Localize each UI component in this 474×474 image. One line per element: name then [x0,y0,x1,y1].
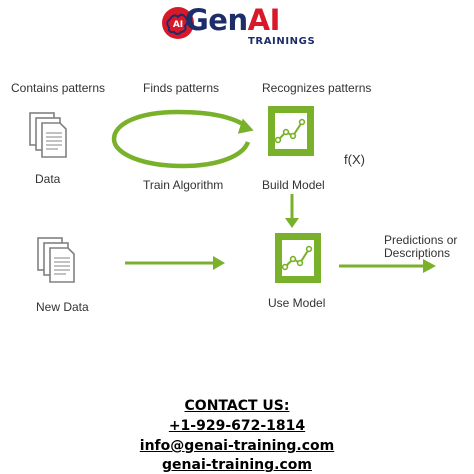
function-label: f(X) [344,152,365,167]
documents-icon [29,112,67,158]
down-arrow [285,194,299,228]
predictions-label-line2: Descriptions [384,246,451,260]
logo-subtitle: TRAININGS [248,36,316,47]
right-arrow-to-model [125,256,225,270]
contact-email[interactable]: info@genai-training.com [0,438,474,454]
train-loop-arrow [111,109,254,169]
logo-badge-text: AI [173,20,183,30]
contact-phone-text[interactable]: +1-929-672-1814 [168,418,306,434]
contact-website-text[interactable]: genai-training.com [162,457,312,473]
logo-ai-text: AI [247,3,281,37]
logo-gen-text: Gen [185,3,248,37]
contains-patterns-label: Contains patterns [11,81,106,95]
new-data-label: New Data [36,300,89,314]
data-label: Data [35,172,61,186]
contact-heading-text: CONTACT US: [184,398,290,414]
predictions-label-line1: Predictions or [384,233,458,247]
right-arrow-to-predictions [339,259,436,273]
brain-logo-icon: AI [162,7,194,39]
build-model-chart-icon [268,106,314,156]
contact-heading: CONTACT US: [0,398,474,414]
new-documents-icon [37,237,75,283]
contact-website[interactable]: genai-training.com [0,457,474,473]
recognizes-patterns-label: Recognizes patterns [262,81,372,95]
logo-wordmark: GenAI [185,3,280,37]
contact-phone[interactable]: +1-929-672-1814 [0,418,474,434]
use-model-label: Use Model [268,296,326,310]
use-model-chart-icon [275,233,321,283]
train-algorithm-label: Train Algorithm [143,178,224,192]
finds-patterns-label: Finds patterns [143,81,220,95]
build-model-label: Build Model [262,178,325,192]
contact-email-text[interactable]: info@genai-training.com [139,438,335,454]
